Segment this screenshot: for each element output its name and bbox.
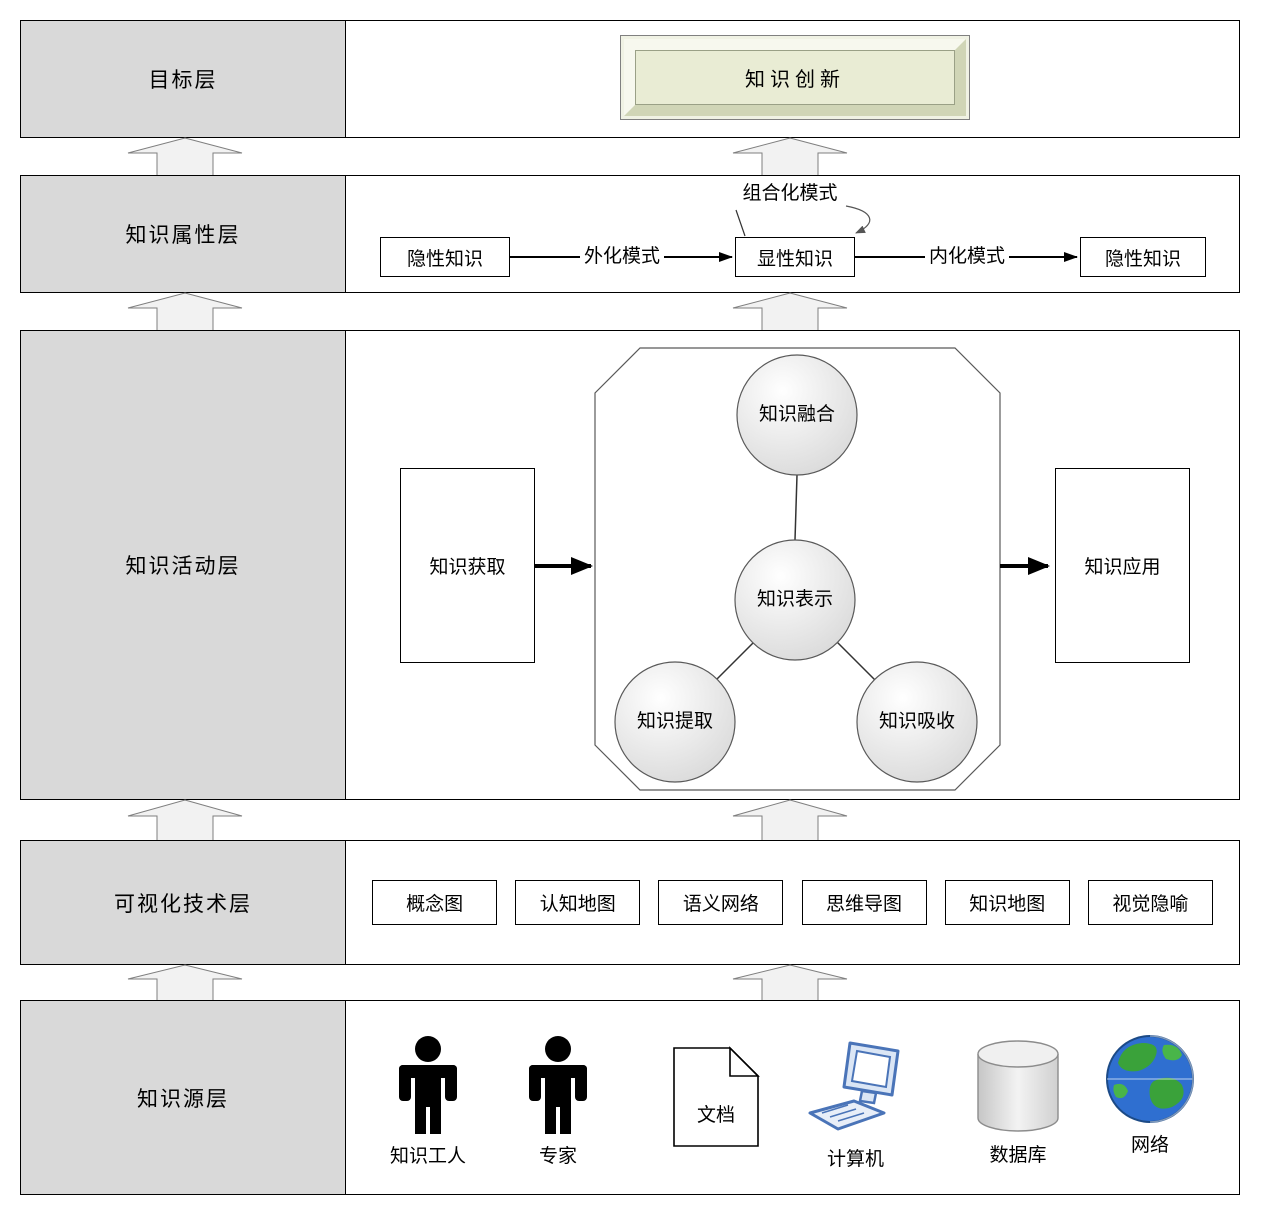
layer-visualization-label: 可视化技术层 xyxy=(21,841,346,964)
up-arrow-icon xyxy=(127,292,243,331)
combination-loop-arrow xyxy=(845,205,871,234)
up-arrow-icon xyxy=(732,799,848,841)
up-arrows-gap2 xyxy=(127,292,848,331)
fusion-represent-link xyxy=(794,474,798,541)
layer-goal: 目标层 知识创新 xyxy=(20,20,1240,138)
layer-attribute-content: 组合化模式 隐性知识 外化模式 显性知识 内化模式 隐性知识 xyxy=(346,176,1239,292)
layer-source: 知识源层 知识工人 xyxy=(20,1000,1240,1195)
up-arrow-icon xyxy=(127,964,243,1001)
source-label: 知识工人 xyxy=(389,1146,466,1167)
knowledge-apply-box: 知识应用 xyxy=(1055,468,1190,663)
source-label: 计算机 xyxy=(826,1149,884,1170)
globe-icon xyxy=(1106,1035,1194,1123)
fusion-circle-label: 知识融合 xyxy=(758,404,835,425)
represent-circle xyxy=(734,539,856,661)
layer-attribute-label: 知识属性层 xyxy=(21,176,346,292)
document-icon xyxy=(673,1046,760,1147)
up-arrows-gap3 xyxy=(127,799,848,841)
layer-goal-content: 知识创新 xyxy=(346,21,1239,137)
layer-attribute: 知识属性层 组合化模式 隐性知识 外化模式 显性知识 xyxy=(20,175,1240,293)
layer-visualization: 可视化技术层 概念图 认知地图 语义网络 思维导图 知识地图 视觉隐喻 xyxy=(20,840,1240,965)
up-arrow-icon xyxy=(732,964,848,1001)
innovation-box-text: 知识创新 xyxy=(635,50,955,105)
vis-box-visual-metaphor: 视觉隐喻 xyxy=(1087,880,1213,925)
source-label: 专家 xyxy=(538,1146,577,1167)
person-icon xyxy=(399,1036,457,1134)
source-network: 网络 xyxy=(1100,1033,1200,1157)
layer-activity-content: 知识获取 知识应用 知识融合 知识表示 知识提取 知识吸收 xyxy=(346,331,1239,799)
combination-link-line xyxy=(735,209,746,237)
vis-box-mind-map: 思维导图 xyxy=(801,880,927,925)
knowledge-acquire-box: 知识获取 xyxy=(400,468,535,663)
internalization-mode-label: 内化模式 xyxy=(925,246,1009,268)
up-arrow-icon xyxy=(732,137,848,176)
layer-activity-label: 知识活动层 xyxy=(21,331,346,799)
source-knowledge-worker: 知识工人 xyxy=(373,1036,483,1168)
source-document: 文档 xyxy=(672,1046,760,1148)
represent-extract-link xyxy=(716,642,754,680)
vis-box-concept-map: 概念图 xyxy=(372,880,498,925)
source-label: 数据库 xyxy=(989,1145,1047,1166)
externalization-mode-label: 外化模式 xyxy=(580,246,664,268)
vis-box-semantic-network: 语义网络 xyxy=(658,880,784,925)
layer-source-content: 知识工人 专家 文档 xyxy=(346,1001,1239,1194)
innovation-framed-box: 知识创新 xyxy=(620,35,970,120)
visualization-box-row: 概念图 认知地图 语义网络 思维导图 知识地图 视觉隐喻 xyxy=(346,841,1239,964)
innovation-frame-bevel: 知识创新 xyxy=(624,39,966,116)
layer-activity: 知识活动层 xyxy=(20,330,1240,800)
layer-visualization-content: 概念图 认知地图 语义网络 思维导图 知识地图 视觉隐喻 xyxy=(346,841,1239,964)
fusion-circle xyxy=(736,354,858,476)
extract-circle xyxy=(614,661,736,783)
up-arrow-icon xyxy=(127,137,243,176)
up-arrows-gap1 xyxy=(127,137,848,176)
up-arrow-icon xyxy=(127,799,243,841)
source-label: 文档 xyxy=(696,1105,735,1126)
layer-source-label: 知识源层 xyxy=(21,1001,346,1194)
database-icon xyxy=(977,1040,1059,1132)
explicit-knowledge-box: 显性知识 xyxy=(735,237,855,277)
source-expert: 专家 xyxy=(503,1036,613,1168)
computer-icon xyxy=(808,1041,899,1131)
up-arrow-icon xyxy=(732,292,848,331)
extract-circle-label: 知识提取 xyxy=(636,711,713,732)
absorb-circle-label: 知识吸收 xyxy=(878,711,955,732)
person-icon xyxy=(529,1036,587,1134)
activity-diagram xyxy=(535,347,1050,791)
vis-box-knowledge-map: 知识地图 xyxy=(944,880,1070,925)
absorb-circle xyxy=(856,661,978,783)
tacit-knowledge-right-box: 隐性知识 xyxy=(1080,237,1206,277)
represent-absorb-link xyxy=(836,641,876,681)
represent-circle-label: 知识表示 xyxy=(756,589,833,610)
tacit-knowledge-left-box: 隐性知识 xyxy=(380,237,510,277)
source-database: 数据库 xyxy=(968,1039,1068,1167)
source-label: 网络 xyxy=(1130,1135,1169,1156)
source-computer: 计算机 xyxy=(798,1039,913,1171)
vis-box-cognitive-map: 认知地图 xyxy=(515,880,641,925)
layer-goal-label: 目标层 xyxy=(21,21,346,137)
up-arrows-gap4 xyxy=(127,964,848,1001)
combination-mode-label: 组合化模式 xyxy=(742,183,838,204)
